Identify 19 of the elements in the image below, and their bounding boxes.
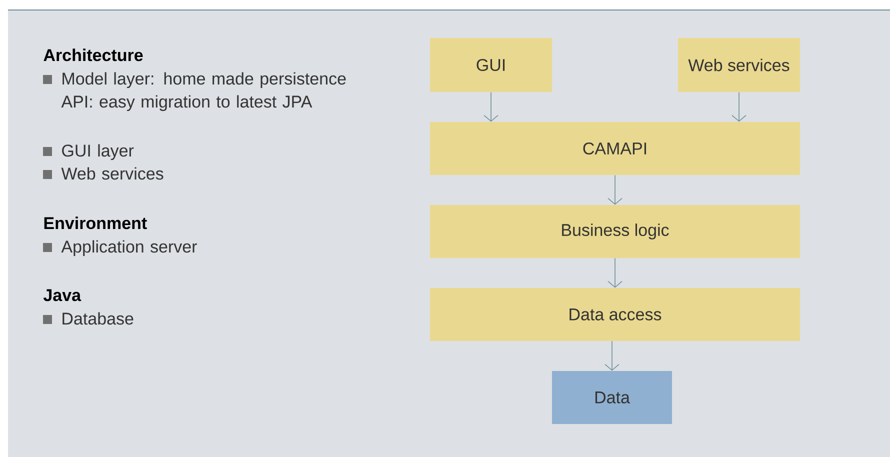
bullet-text: Database [62, 312, 134, 325]
arrow [484, 92, 498, 122]
bullet-text: Web services [61, 167, 164, 180]
bullet-text: GUI layer [62, 144, 134, 160]
bullet-text: Application server [61, 240, 197, 256]
arrow [608, 258, 622, 288]
layer-box: CAMAPI [430, 122, 800, 175]
layer-box: GUI [430, 38, 552, 92]
section-heading: Architecture [44, 48, 143, 62]
arrow [732, 92, 746, 122]
layer-box: Data access [430, 288, 800, 341]
section-heading: Environment [44, 216, 147, 230]
layer-box: Business logic [430, 204, 800, 258]
layer-box: Web services [678, 38, 800, 92]
arrow [604, 340, 620, 371]
arrow [608, 174, 622, 205]
section-heading: Java [43, 289, 82, 302]
data-box: Data [552, 370, 672, 424]
bullet-text: Model layer: home made persistence API: easy migration to latest JPA [61, 72, 346, 112]
